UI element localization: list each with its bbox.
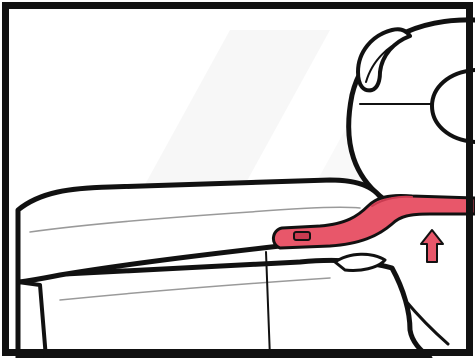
child-seat-shell — [349, 20, 475, 200]
arrow-up-icon — [421, 230, 443, 262]
